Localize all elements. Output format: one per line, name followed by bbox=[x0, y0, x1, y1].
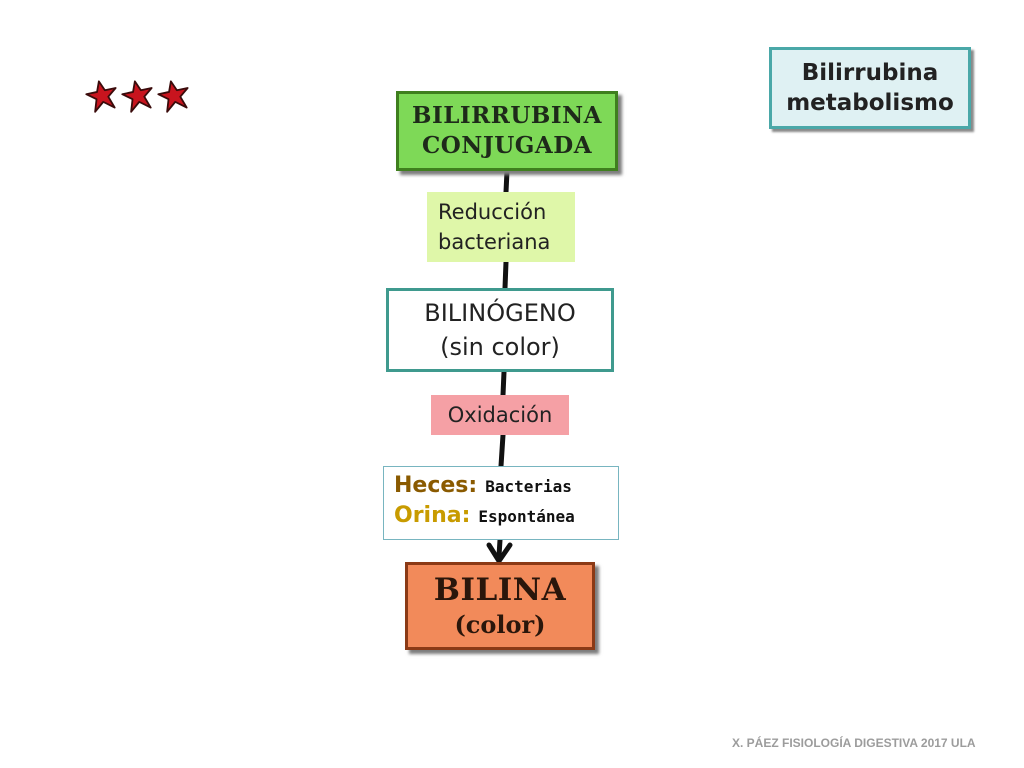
node-bilirrubina-conjugada: BILIRRUBINA CONJUGADA bbox=[396, 91, 618, 171]
orina-row: Orina: Espontánea bbox=[394, 503, 575, 533]
arrow-down-icon bbox=[486, 542, 513, 564]
step-reduccion-bacteriana: Reducción bacteriana bbox=[427, 192, 575, 262]
oxidacion-label: Oxidación bbox=[447, 403, 553, 427]
reduccion-line-1: Reducción bbox=[438, 200, 547, 224]
bilinogeno-line-2: (sin color) bbox=[440, 333, 560, 361]
star-icon bbox=[121, 80, 153, 113]
orina-label: Orina: bbox=[394, 503, 471, 528]
star-icon bbox=[85, 80, 117, 113]
title-line-2: metabolismo bbox=[786, 90, 954, 116]
node-bilinogeno: BILINÓGENO (sin color) bbox=[386, 288, 614, 372]
heces-label: Heces: bbox=[394, 473, 478, 498]
conjugada-line-2: CONJUGADA bbox=[421, 132, 593, 159]
bilinogeno-line-1: BILINÓGENO bbox=[424, 299, 576, 327]
footer-credit: X. PÁEZ FISIOLOGÍA DIGESTIVA 2017 ULA bbox=[732, 736, 976, 750]
conjugada-line-1: BILIRRUBINA bbox=[412, 102, 602, 129]
reduccion-line-2: bacteriana bbox=[438, 230, 551, 254]
bilina-line-2: (color) bbox=[454, 610, 546, 639]
heces-value: Bacterias bbox=[485, 477, 572, 496]
heces-row: Heces: Bacterias bbox=[394, 473, 572, 503]
node-bilina: BILINA (color) bbox=[405, 562, 595, 650]
heces-orina-box: Heces: Bacterias Orina: Espontánea bbox=[383, 466, 619, 540]
title-box: Bilirrubina metabolismo bbox=[769, 47, 971, 129]
star-icon bbox=[157, 80, 189, 113]
step-oxidacion: Oxidación bbox=[431, 395, 569, 435]
orina-value: Espontánea bbox=[478, 507, 575, 526]
stars-rating bbox=[84, 78, 192, 122]
bilina-line-1: BILINA bbox=[433, 572, 567, 608]
title-line-1: Bilirrubina bbox=[801, 60, 939, 86]
